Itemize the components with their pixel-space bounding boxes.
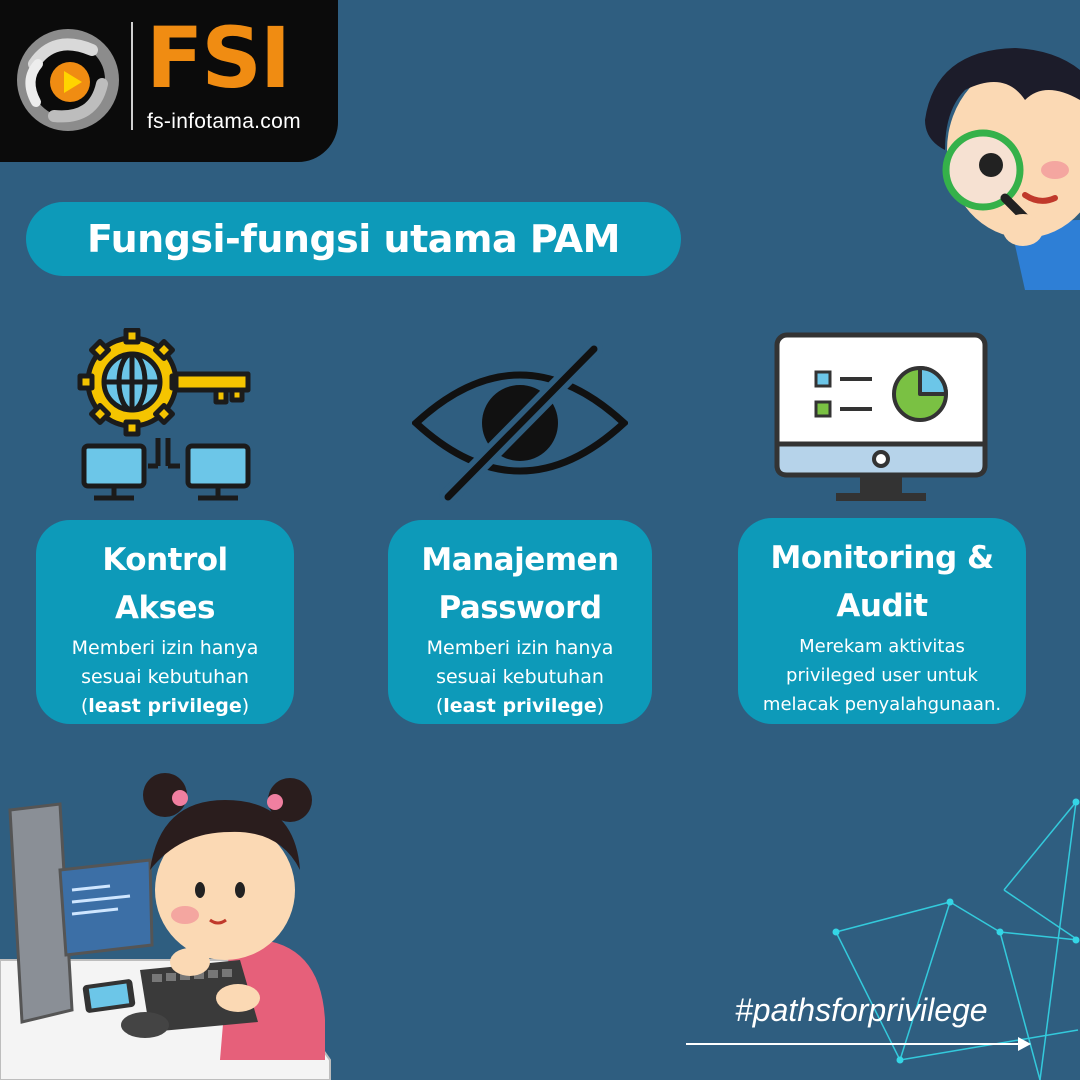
card-title-line2: Audit — [836, 588, 928, 624]
card-title-line2: Password — [438, 590, 602, 626]
card-desc-line3: (least privilege) — [36, 692, 294, 721]
card-monitoring-audit: Monitoring & Audit Merekam aktivitas pri… — [738, 518, 1026, 724]
least-privilege-bold: least privilege — [88, 695, 242, 717]
card-desc-line2: sesuai kebutuhan — [81, 666, 249, 688]
arrow-line — [686, 1043, 1022, 1045]
brand-url: fs-infotama.com — [147, 110, 301, 133]
paren-close: ) — [596, 695, 605, 717]
logo-divider — [131, 22, 133, 130]
boy-magnifier-illustration — [925, 48, 1080, 290]
eye-slash-icon — [412, 345, 628, 503]
card-desc-line3: (least privilege) — [388, 692, 652, 721]
card-desc-line3: melacak penyalahgunaan. — [762, 694, 1002, 715]
card-desc-line1: Merekam aktivitas — [799, 636, 965, 657]
paren-open: ( — [80, 695, 89, 717]
paren-close: ) — [241, 695, 250, 717]
card-title-line1: Kontrol — [102, 542, 228, 578]
title-pill: Fungsi-fungsi utama PAM — [26, 202, 681, 276]
card-kontrol-akses: Kontrol Akses Memberi izin hanya sesuai … — [36, 520, 294, 724]
card-description: Merekam aktivitas privileged user untuk … — [738, 632, 1026, 719]
access-control-icon — [77, 328, 251, 501]
card-desc-line1: Memberi izin hanya — [71, 637, 259, 659]
card-title-line1: Manajemen — [421, 542, 619, 578]
card-desc-line1: Memberi izin hanya — [426, 637, 614, 659]
brand-swirl-icon — [17, 29, 119, 131]
arrow-right-icon — [1018, 1037, 1031, 1051]
brand-logo-text: FSI — [146, 9, 291, 107]
card-desc-line2: sesuai kebutuhan — [436, 666, 604, 688]
monitor-chart-icon — [774, 332, 988, 501]
card-title-line2: Akses — [114, 590, 216, 626]
least-privilege-bold: least privilege — [443, 695, 597, 717]
card-manajemen-password: Manajemen Password Memberi izin hanya se… — [388, 520, 652, 724]
paren-open: ( — [435, 695, 444, 717]
card-description: Memberi izin hanya sesuai kebutuhan (lea… — [36, 634, 294, 721]
card-description: Memberi izin hanya sesuai kebutuhan (lea… — [388, 634, 652, 721]
card-desc-line2: privileged user untuk — [786, 665, 978, 686]
hashtag-text: #pathsforprivilege — [735, 992, 988, 1028]
page-title: Fungsi-fungsi utama PAM — [87, 217, 620, 261]
network-lines-decoration — [832, 798, 1080, 1080]
card-title-line1: Monitoring & — [770, 540, 994, 576]
girl-computer-illustration — [0, 773, 331, 1080]
brand-logo-block: FSI fs-infotama.com — [0, 0, 338, 162]
